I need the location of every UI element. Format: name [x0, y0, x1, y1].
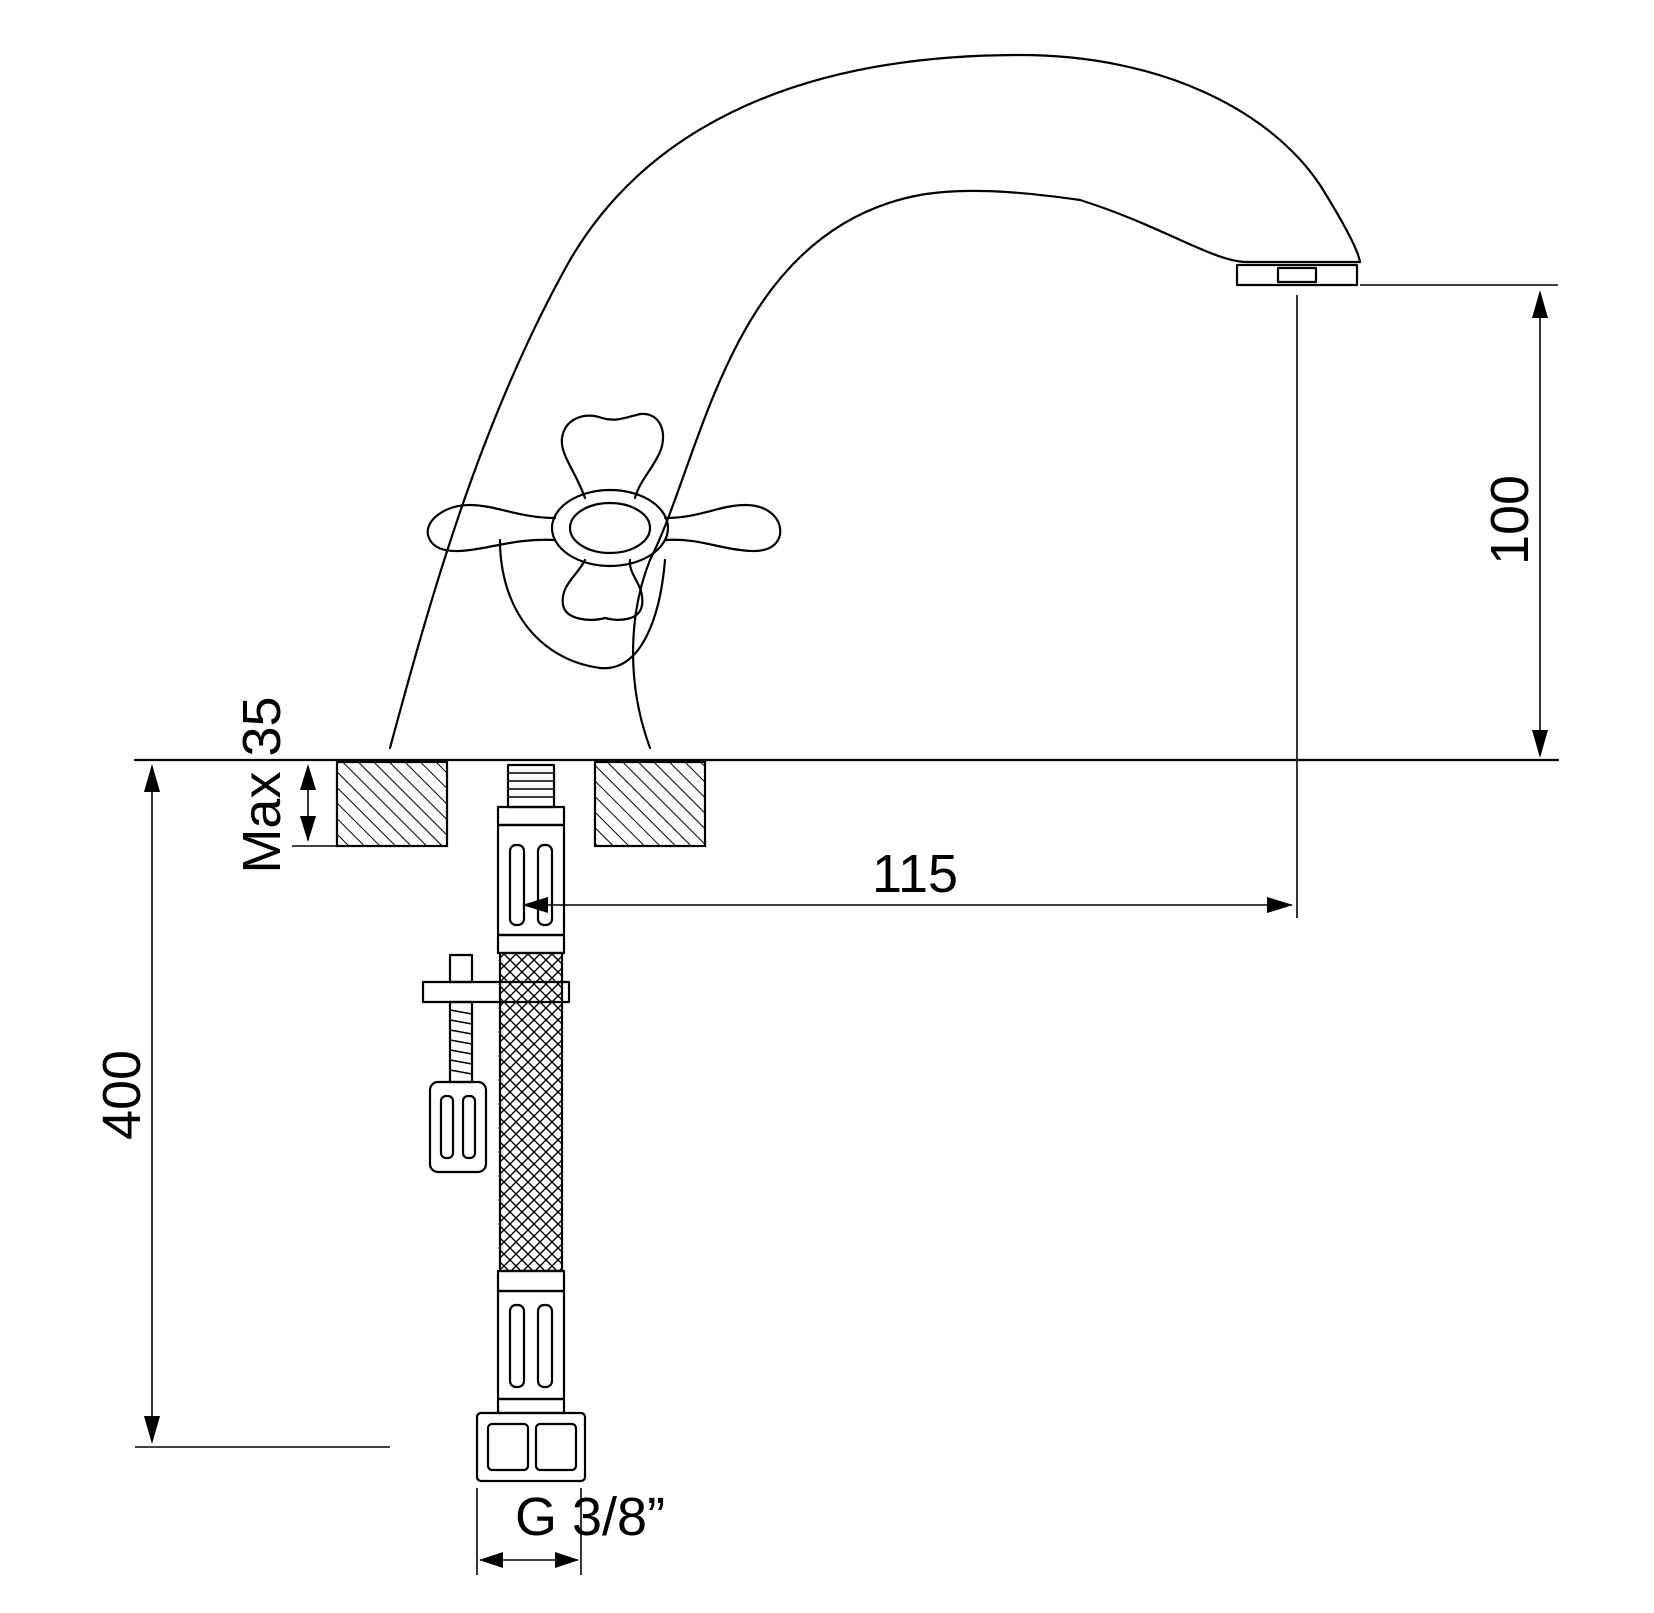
braided-hose — [498, 951, 564, 1273]
mounting-bracket — [421, 953, 571, 1004]
hose-nut — [475, 1411, 587, 1483]
spout-height-label: 100 — [1480, 475, 1540, 565]
threaded-stud — [496, 763, 566, 827]
hose-length-label: 400 — [92, 1050, 152, 1140]
dimension-hose-length: 400 — [92, 764, 390, 1448]
spout-body — [388, 53, 1362, 750]
spout-reach-label: 115 — [872, 844, 958, 904]
deck-section-right — [593, 760, 707, 848]
dimension-spout-reach: 115 — [522, 295, 1298, 918]
hose-connector-top — [496, 823, 566, 955]
deck-thickness-label: Max 35 — [232, 696, 292, 873]
deck-section-left — [335, 760, 449, 848]
dimension-spout-height: 100 — [1360, 284, 1558, 758]
mounting-screw — [428, 1000, 488, 1174]
dimension-connection-thread: G 3/8” — [476, 1487, 665, 1575]
hose-connector-bottom — [496, 1269, 566, 1415]
connection-thread-label: G 3/8” — [515, 1487, 665, 1547]
dimension-deck-thickness: Max 35 — [232, 696, 337, 874]
cross-handle — [426, 412, 782, 621]
